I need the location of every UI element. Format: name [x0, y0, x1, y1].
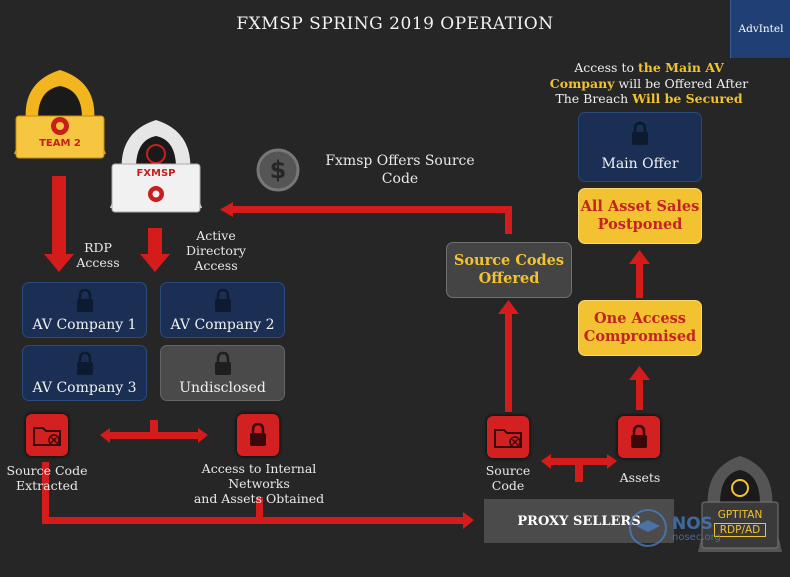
svg-text:$: $	[270, 156, 287, 184]
main-offer-box: Main Offer	[578, 112, 702, 182]
lock-icon	[618, 416, 660, 458]
gptitan-label: GPTITAN	[717, 509, 763, 521]
advintel-logo: AdvIntel	[730, 0, 790, 58]
undisclosed-company-box: Undisclosed	[160, 345, 285, 401]
av-company-1-box: AV Company 1	[22, 282, 147, 338]
team2-label: TEAM 2	[39, 138, 81, 149]
folder-icon	[26, 414, 68, 456]
team2-hacker-icon: TEAM 2	[12, 62, 108, 162]
lock-icon	[76, 351, 93, 375]
rdp-ad-label: RDP/AD	[714, 523, 766, 537]
lock-icon	[632, 121, 648, 145]
lock-icon	[237, 414, 279, 456]
gptitan-hacker-icon: GPTITAN RDP/AD	[696, 452, 784, 552]
team2-down-arrow	[52, 176, 66, 256]
av-company-2-box: AV Company 2	[160, 282, 285, 338]
av-company-3-box: AV Company 3	[22, 345, 147, 401]
diagram-title: FXMSP SPRING 2019 OPERATION	[236, 14, 554, 34]
fxmsp-label: FXMSP	[136, 168, 176, 179]
dollar-coin-icon: $	[252, 148, 304, 196]
proxy-sellers-box: PROXY SELLERS	[484, 499, 674, 543]
main-offer-note: Access to the Main AV Company will be Of…	[549, 60, 749, 106]
fxmsp-down-arrow	[148, 228, 162, 256]
lock-icon	[76, 288, 93, 312]
assets-label: Assets	[619, 470, 661, 485]
fxmsp-hacker-icon: FXMSP	[108, 116, 204, 216]
lock-icon	[214, 351, 231, 375]
folder-icon	[487, 416, 529, 458]
lock-icon	[214, 288, 231, 312]
